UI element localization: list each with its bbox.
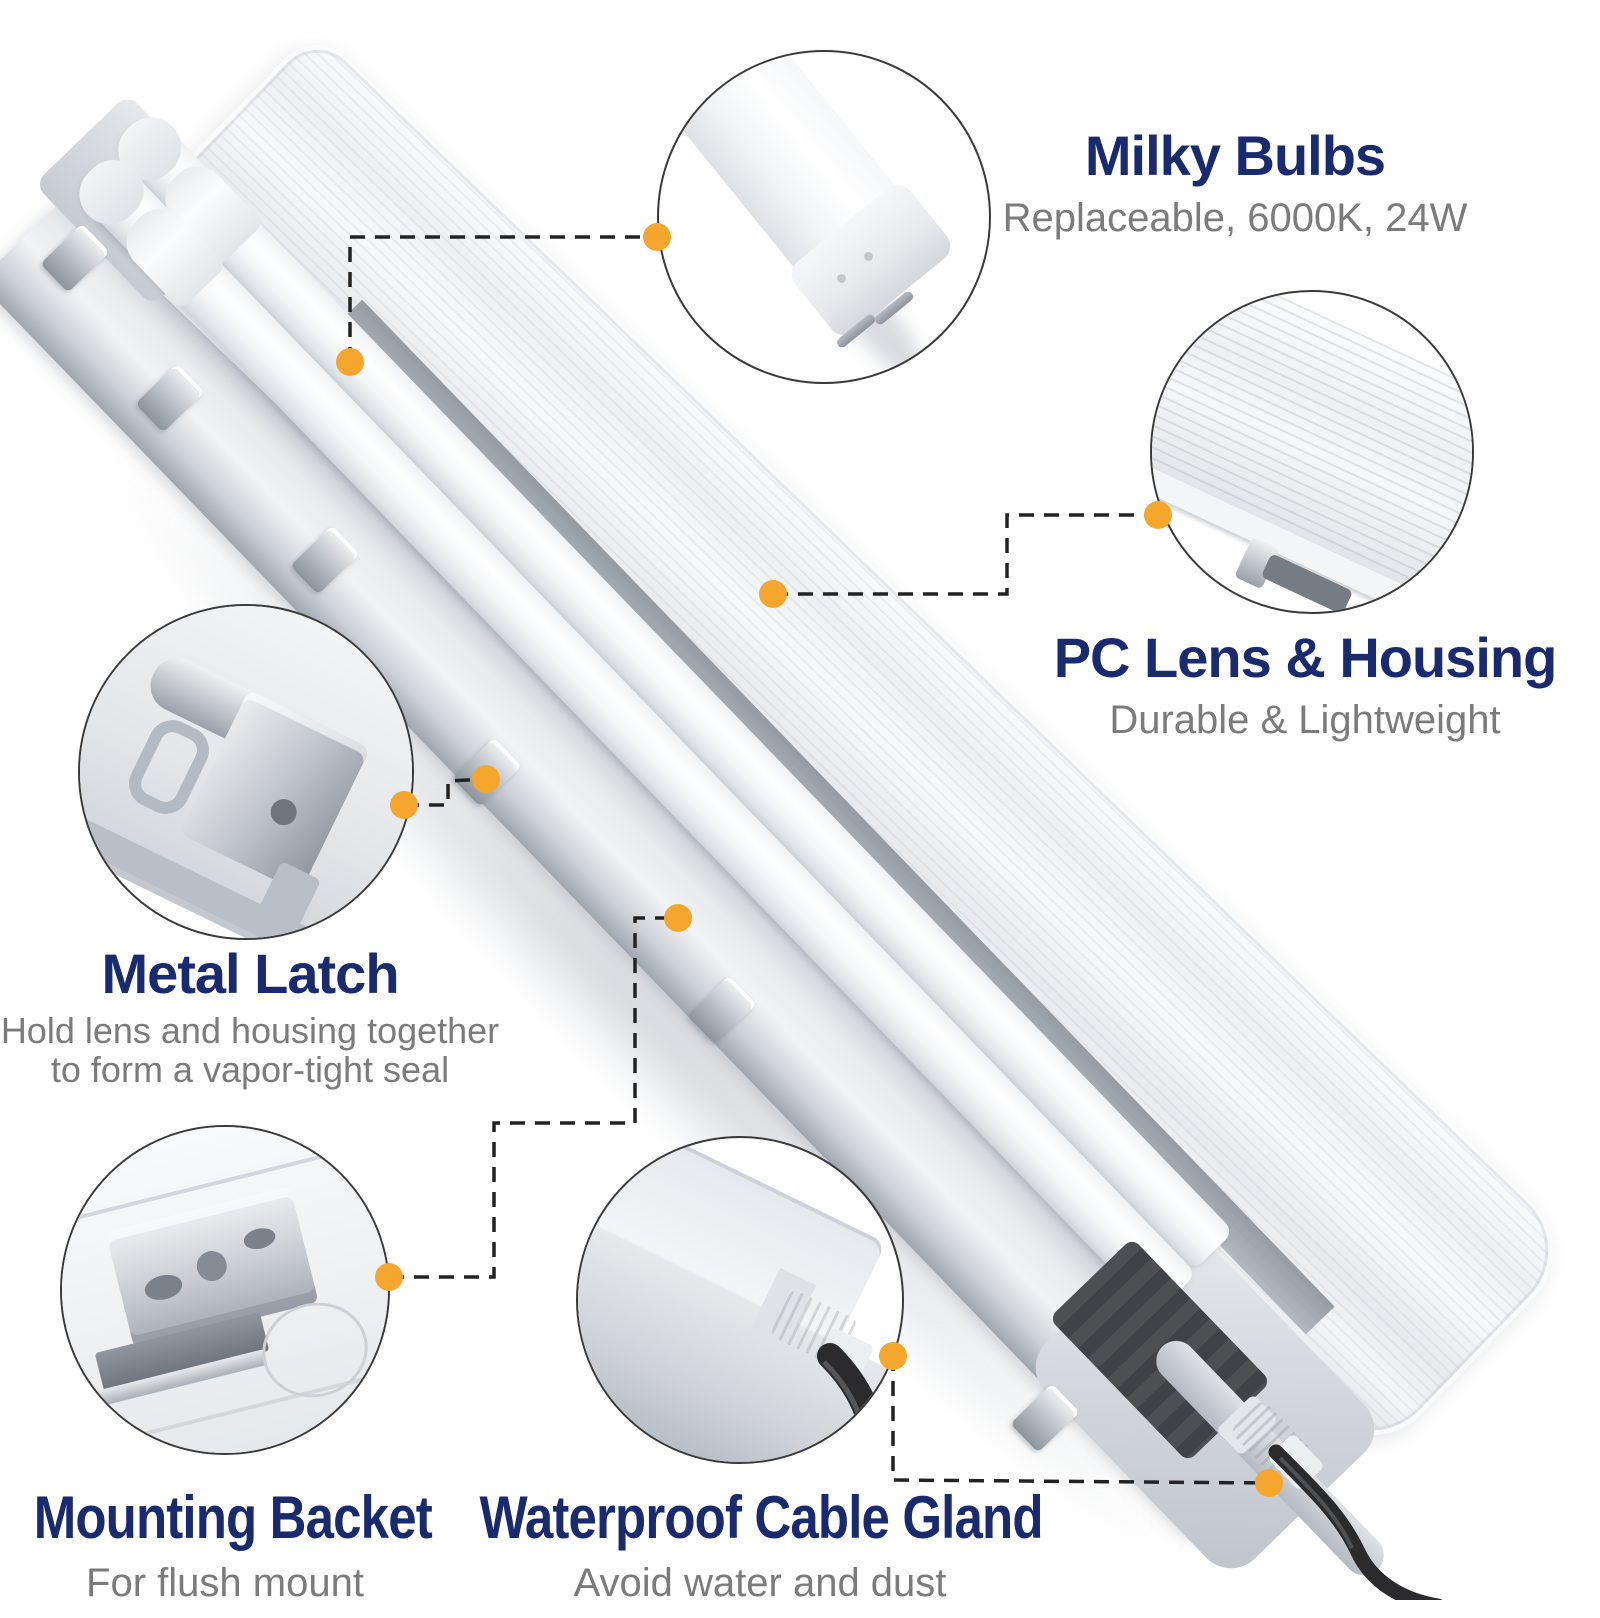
- callout-dot: [375, 1263, 403, 1291]
- callout-subtitle: For flush mount: [86, 1560, 364, 1605]
- callout-dot: [664, 904, 692, 932]
- callout-dot: [1144, 501, 1172, 529]
- subtitle-line: to form a vapor-tight seal: [50, 1049, 450, 1091]
- callout-mounting-bracket: Mounting Backet For flush mount: [0, 1484, 450, 1606]
- callout-dot: [390, 791, 418, 819]
- connector-metal-latch: [404, 777, 487, 807]
- callout-pc-lens-housing: PC Lens & Housing Durable & Lightweight: [1050, 626, 1560, 743]
- callout-dot: [879, 1342, 907, 1370]
- bulb-cap-hole: [837, 274, 846, 283]
- callout-dot: [643, 223, 671, 251]
- callout-milky-bulbs: Milky Bulbs Replaceable, 6000K, 24W: [985, 124, 1485, 241]
- callout-waterproof-cable-gland: Waterproof Cable Gland Avoid water and d…: [430, 1484, 1090, 1606]
- callout-subtitle: Avoid water and dust: [573, 1560, 947, 1605]
- zoom-circle-metal-latch: [78, 604, 414, 940]
- subtitle-line: Hold lens and housing together: [0, 1010, 500, 1052]
- callout-title: Milky Bulbs: [1084, 124, 1386, 187]
- callout-dot: [336, 348, 364, 376]
- callout-dot: [472, 765, 500, 793]
- callout-subtitle: Hold lens and housing together to form a…: [0, 1012, 500, 1090]
- power-cable: [1268, 1444, 1443, 1600]
- zoom-circle-milky-bulbs: [657, 50, 991, 384]
- callout-title: PC Lens & Housing: [1053, 626, 1558, 689]
- connector-mounting-bracket: [389, 916, 678, 1279]
- gland-cable-curve: [817, 1343, 889, 1462]
- callout-dots: [336, 223, 1283, 1497]
- connector-milky-bulbs: [348, 235, 657, 362]
- callout-dot: [1255, 1469, 1283, 1497]
- bulb-cap-hole: [864, 252, 873, 261]
- callout-title: Mounting Backet: [33, 1484, 433, 1551]
- callout-subtitle: Durable & Lightweight: [1109, 698, 1501, 743]
- callout-metal-latch: Metal Latch Hold lens and housing togeth…: [0, 942, 500, 1090]
- zoom-circle-mounting-bracket: [60, 1125, 390, 1455]
- callout-subtitle: Replaceable, 6000K, 24W: [1002, 196, 1468, 241]
- zoom-circle-pc-lens: [1150, 290, 1474, 614]
- zoom-circle-cable-gland: [576, 1136, 904, 1464]
- callout-title: Waterproof Cable Gland: [479, 1484, 1044, 1551]
- connector-pc-lens: [773, 513, 1158, 596]
- callout-title: Metal Latch: [101, 942, 399, 1005]
- connector-cable-gland: [891, 1356, 1270, 1485]
- callout-dot: [759, 580, 787, 608]
